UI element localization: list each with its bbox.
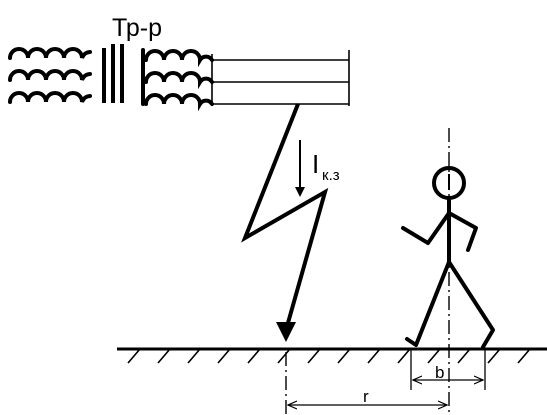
step-dimension (410, 350, 486, 390)
transformer-label: Тр-р (112, 14, 162, 42)
ground-surface (117, 347, 547, 364)
fault-path (241, 103, 329, 331)
fault-arrowhead (276, 322, 296, 342)
secondary-winding (141, 48, 214, 112)
primary-winding (8, 47, 92, 104)
fault-current-symbol: I (312, 149, 319, 179)
person-figure (401, 166, 495, 349)
distance-label: r (363, 387, 369, 406)
fault-current-subscript: к.з (322, 167, 340, 184)
transformer-core (102, 44, 124, 103)
step-width-label: b (435, 363, 444, 382)
power-lines (211, 50, 350, 106)
